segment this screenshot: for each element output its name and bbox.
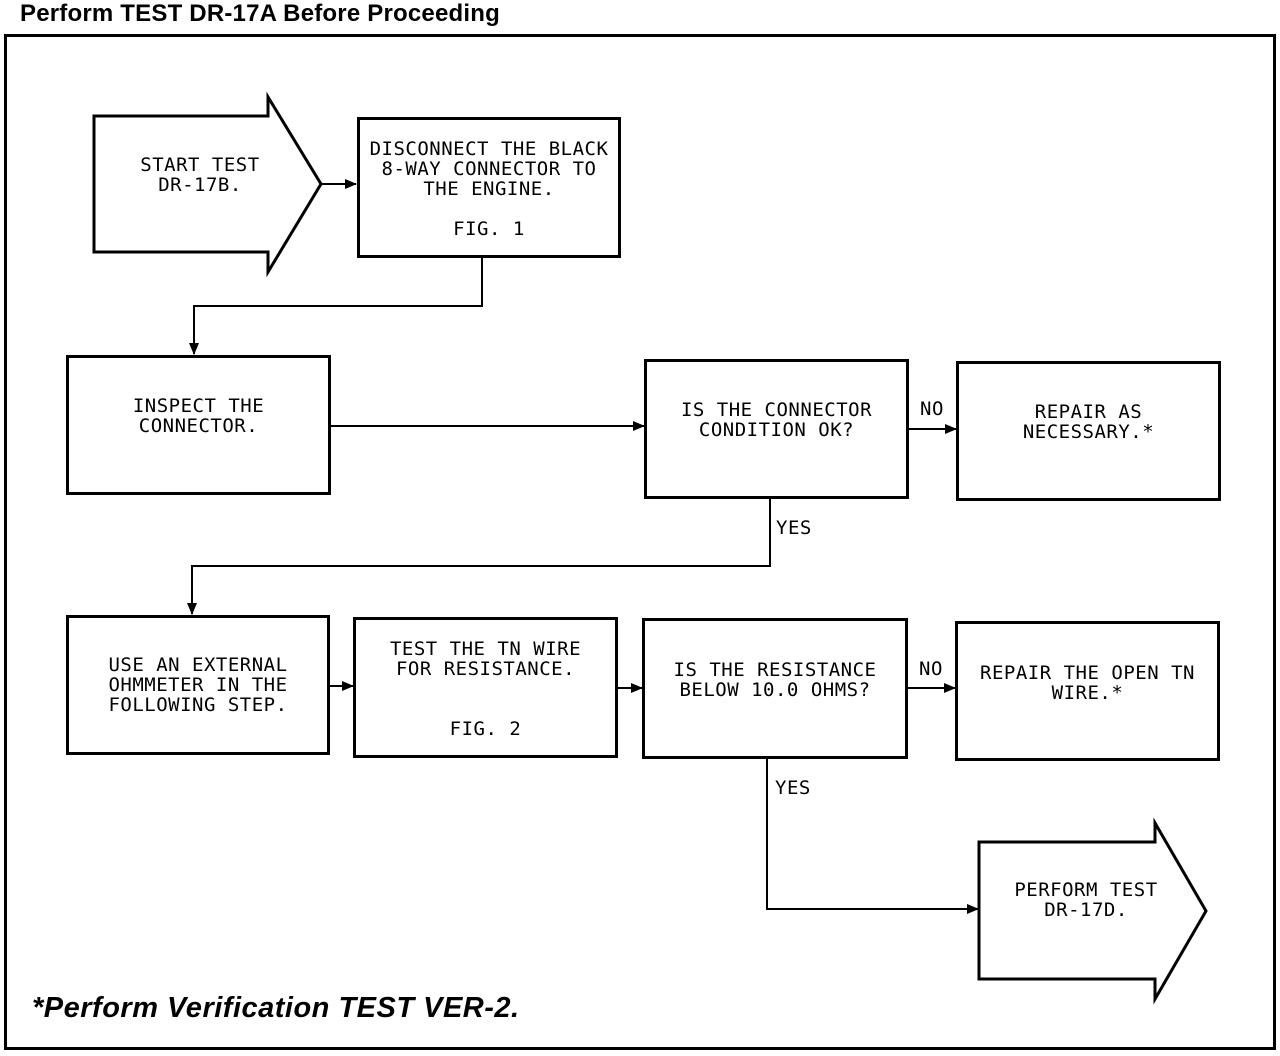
resistance-decision-box: IS THE RESISTANCE BELOW 10.0 OHMS? <box>642 618 908 759</box>
edge-label-no-2: NO <box>919 658 943 680</box>
edge-label-yes-2: YES <box>775 777 811 799</box>
fig-2-label: FIG. 2 <box>449 718 522 740</box>
repair-open-tn-box: REPAIR THE OPEN TN WIRE.* <box>955 621 1220 761</box>
repair-as-necessary-text: REPAIR AS NECESSARY.* <box>1022 401 1155 443</box>
diagram-frame <box>4 34 1276 1050</box>
connector-ok-decision-box: IS THE CONNECTOR CONDITION OK? <box>644 359 909 499</box>
end-arrow-shape <box>977 817 1208 1005</box>
verification-footnote: *Perform Verification TEST VER-2. <box>32 992 520 1024</box>
ohmmeter-box: USE AN EXTERNAL OHMMETER IN THE FOLLOWIN… <box>66 615 330 755</box>
fig-1-label: FIG. 1 <box>453 218 525 240</box>
disconnect-connector-text: DISCONNECT THE BLACK 8-WAY CONNECTOR TO … <box>369 138 609 200</box>
resistance-question: IS THE RESISTANCE BELOW 10.0 OHMS? <box>673 659 877 701</box>
perform-test-d-label: PERFORM TEST DR-17D. <box>1014 879 1158 921</box>
start-arrow-shape <box>92 91 323 278</box>
edge-label-no-1: NO <box>920 398 944 420</box>
connector-question1-yes <box>187 498 771 615</box>
start-test-label: START TEST DR-17B. <box>140 154 260 196</box>
edge-label-yes-1: YES <box>776 517 812 539</box>
page-header: Perform TEST DR-17A Before Proceeding <box>20 0 500 27</box>
ohmmeter-text: USE AN EXTERNAL OHMMETER IN THE FOLLOWIN… <box>108 654 288 716</box>
repair-as-necessary-box: REPAIR AS NECESSARY.* <box>956 361 1221 501</box>
connector-ok-question: IS THE CONNECTOR CONDITION OK? <box>680 399 873 441</box>
inspect-connector-box: INSPECT THE CONNECTOR. <box>66 355 331 495</box>
test-tn-wire-text: TEST THE TN WIRE FOR RESISTANCE. <box>389 638 582 680</box>
repair-open-tn-text: REPAIR THE OPEN TN WIRE.* <box>980 662 1195 704</box>
disconnect-connector-box: DISCONNECT THE BLACK 8-WAY CONNECTOR TO … <box>357 117 621 258</box>
connector-question2-yes <box>766 758 979 914</box>
test-tn-wire-box: TEST THE TN WIRE FOR RESISTANCE. FIG. 2 <box>353 617 618 758</box>
connector-disconnect-to-inspect <box>189 256 483 355</box>
inspect-connector-text: INSPECT THE CONNECTOR. <box>132 395 265 437</box>
